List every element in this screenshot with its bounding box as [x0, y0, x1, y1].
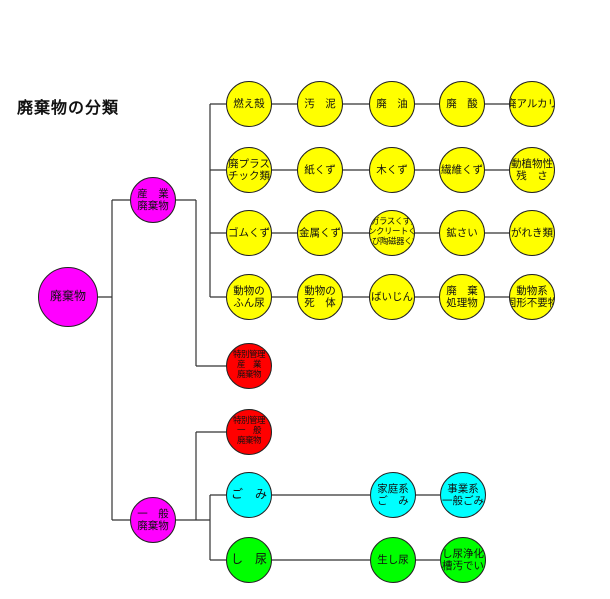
node-industrial-item-14-line-1: 鉱さい: [446, 226, 478, 239]
connector-root: [98, 199, 130, 521]
node-industrial-item-10-line-1: 動植物性: [511, 157, 553, 170]
node-industrial-item-20-line-1: 動物系: [516, 284, 548, 297]
page-title: 廃棄物の分類: [17, 98, 120, 117]
node-special-general-line-3: 廃棄物: [236, 435, 262, 446]
node-industrial-item-16-line-1: 動物の: [233, 284, 265, 297]
node-special-industrial-line-2: 産 業: [236, 360, 262, 371]
node-industrial-item-20: 動物系固形不要物: [509, 274, 555, 320]
node-industrial-item-15: がれき類: [509, 210, 555, 256]
node-general: 一 般廃棄物: [130, 497, 176, 543]
node-shinyo-line-1: し 尿: [230, 552, 267, 567]
node-industrial-item-3: 廃 油: [369, 81, 415, 127]
node-industrial-item-1: 燃え殻: [226, 81, 272, 127]
node-industrial-item-12-line-1: 金属くず: [299, 226, 341, 239]
node-industrial: 産 業廃棄物: [130, 177, 176, 223]
node-septic-sludge-line-1: し尿浄化: [442, 547, 484, 560]
node-industrial-item-11: ゴムくず: [226, 210, 272, 256]
node-industrial-item-8-line-1: 木くず: [376, 163, 408, 176]
node-industrial-item-18-line-1: ばいじん: [371, 290, 413, 303]
node-raw-shinyo: 生し尿: [370, 537, 416, 583]
node-industrial-item-8: 木くず: [369, 147, 415, 193]
node-industrial-item-5: 廃アルカリ: [509, 81, 555, 127]
node-industrial-item-13: ガラスくず,コンクリートくず及び陶磁器くず: [369, 210, 415, 256]
node-special-general: 特別管理一 般廃棄物: [226, 409, 272, 455]
node-business: 事業系一般ごみ: [440, 472, 486, 518]
node-special-industrial-line-1: 特別管理: [232, 350, 266, 361]
node-industrial-item-11-line-1: ゴムくず: [228, 226, 270, 239]
node-general-line-1: 一 般: [137, 507, 169, 520]
node-root-line-1: 廃棄物: [49, 289, 86, 304]
node-industrial-item-16-line-2: ふん尿: [233, 297, 265, 309]
node-special-general-line-2: 一 般: [236, 426, 262, 437]
node-general-line-2: 廃棄物: [137, 520, 169, 532]
node-industrial-item-2-line-1: 汚 泥: [304, 97, 336, 110]
node-industrial-item-7: 紙くず: [297, 147, 343, 193]
node-special-industrial-line-3: 廃棄物: [236, 369, 262, 380]
node-industrial-item-6: 廃プラスチック類: [226, 147, 272, 193]
node-industrial-item-3-line-1: 廃 油: [376, 97, 408, 110]
node-gomi-line-1: ご み: [230, 487, 267, 502]
node-industrial-item-13-line-2: コンクリートくず: [370, 227, 414, 238]
node-industrial-item-6-line-1: 廃プラス: [228, 157, 270, 170]
node-shinyo: し 尿: [226, 537, 272, 583]
node-household: 家庭系ご み: [370, 472, 416, 518]
node-industrial-item-10-line-2: 残 さ: [516, 170, 548, 182]
node-industrial-item-18: ばいじん: [369, 274, 415, 320]
node-gomi: ご み: [226, 472, 272, 518]
node-industrial-item-15-line-1: がれき類: [511, 226, 553, 239]
node-industrial-item-16: 動物のふん尿: [226, 274, 272, 320]
node-industrial-item-19: 廃 棄処理物: [439, 274, 485, 320]
node-industrial-item-19-line-1: 廃 棄: [446, 284, 478, 297]
node-industrial-item-13-line-3: 及び陶磁器くず: [370, 236, 414, 247]
node-business-line-2: 一般ごみ: [442, 495, 484, 507]
node-industrial-item-4-line-1: 廃 酸: [446, 97, 478, 110]
node-industrial-line-2: 廃棄物: [137, 200, 169, 212]
node-industrial-item-20-line-2: 固形不要物: [510, 297, 554, 309]
node-industrial-item-4: 廃 酸: [439, 81, 485, 127]
node-industrial-item-10: 動植物性残 さ: [509, 147, 555, 193]
node-industrial-item-6-line-2: チック類: [228, 170, 270, 182]
node-industrial-item-9: 繊維くず: [439, 147, 485, 193]
node-industrial-item-13-line-1: ガラスくず,: [370, 217, 414, 228]
node-septic-sludge: し尿浄化槽汚でい: [440, 537, 486, 583]
node-industrial-item-2: 汚 泥: [297, 81, 343, 127]
node-industrial-line-1: 産 業: [137, 187, 169, 200]
node-household-line-2: ご み: [377, 495, 409, 507]
node-industrial-item-19-line-2: 処理物: [446, 297, 478, 309]
node-industrial-item-12: 金属くず: [297, 210, 343, 256]
node-industrial-item-7-line-1: 紙くず: [304, 163, 336, 176]
node-business-line-1: 事業系: [447, 482, 479, 495]
node-raw-shinyo-line-1: 生し尿: [377, 553, 409, 566]
node-industrial-item-17-line-2: 死 体: [304, 297, 336, 309]
node-industrial-item-9-line-1: 繊維くず: [441, 163, 483, 176]
node-special-general-line-1: 特別管理: [232, 416, 266, 427]
node-industrial-item-1-line-1: 燃え殻: [233, 97, 265, 110]
node-root: 廃棄物: [38, 267, 98, 327]
node-industrial-item-17-line-1: 動物の: [304, 284, 336, 297]
node-septic-sludge-line-2: 槽汚でい: [442, 560, 484, 572]
node-household-line-1: 家庭系: [377, 482, 409, 495]
node-industrial-item-17: 動物の死 体: [297, 274, 343, 320]
node-special-industrial: 特別管理産 業廃棄物: [226, 343, 272, 389]
node-industrial-item-5-line-1: 廃アルカリ: [510, 97, 555, 110]
connector-general: [176, 431, 226, 561]
connector-industrial: [176, 103, 226, 367]
node-industrial-item-14: 鉱さい: [439, 210, 485, 256]
